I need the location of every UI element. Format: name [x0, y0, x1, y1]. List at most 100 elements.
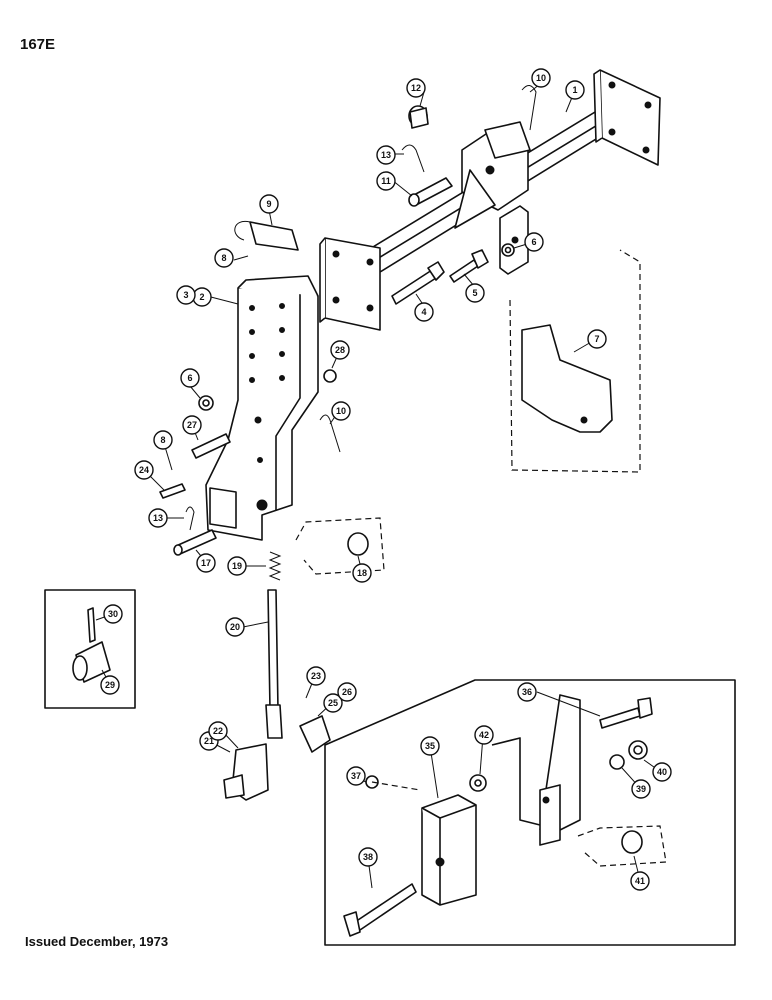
callout-5: 5 — [465, 283, 485, 303]
callout-3: 3 — [176, 285, 196, 305]
callout-10-upper: 10 — [531, 68, 551, 88]
callout-12: 12 — [406, 78, 426, 98]
callout-26: 26 — [337, 682, 357, 702]
part-2-3-mast — [205, 275, 319, 541]
callout-17: 17 — [196, 553, 216, 573]
svg-text:18: 18 — [357, 568, 367, 578]
svg-text:36: 36 — [522, 687, 532, 697]
callout-24: 24 — [134, 460, 154, 480]
nut-28 — [323, 369, 337, 383]
callout-7: 7 — [587, 329, 607, 349]
svg-text:37: 37 — [351, 771, 361, 781]
svg-text:23: 23 — [311, 671, 321, 681]
callout-41: 41 — [630, 871, 650, 891]
callout-39: 39 — [631, 779, 651, 799]
svg-text:30: 30 — [108, 609, 118, 619]
svg-text:13: 13 — [381, 150, 391, 160]
bolt-27 — [191, 433, 231, 459]
callout-10-lower: 10 — [331, 401, 351, 421]
cotter-pins — [185, 85, 537, 531]
callout-27: 27 — [182, 415, 202, 435]
inset-29-30 — [44, 589, 136, 709]
svg-text:41: 41 — [635, 876, 645, 886]
callout-8-upper: 8 — [214, 248, 234, 268]
part-7-plate — [509, 249, 641, 473]
svg-text:4: 4 — [421, 307, 426, 317]
callout-29: 29 — [100, 675, 120, 695]
callout-18: 18 — [352, 563, 372, 583]
pin-24 — [159, 483, 186, 499]
bushing-12 — [408, 105, 429, 129]
svg-text:8: 8 — [221, 253, 226, 263]
callout-38: 38 — [358, 847, 378, 867]
svg-text:40: 40 — [657, 767, 667, 777]
svg-text:39: 39 — [636, 784, 646, 794]
svg-text:11: 11 — [381, 176, 391, 186]
svg-text:21: 21 — [204, 736, 214, 746]
svg-text:29: 29 — [105, 680, 115, 690]
callout-19: 19 — [227, 556, 247, 576]
svg-text:7: 7 — [594, 334, 599, 344]
pin-11 — [408, 177, 453, 207]
callout-20: 20 — [225, 617, 245, 637]
svg-text:1: 1 — [572, 85, 577, 95]
callout-6-lower: 6 — [180, 368, 200, 388]
svg-text:6: 6 — [187, 373, 192, 383]
spring-19 — [268, 551, 282, 581]
page-code: 167E — [20, 36, 56, 53]
callout-25: 25 — [323, 693, 343, 713]
bushing-18 — [295, 517, 385, 575]
svg-text:9: 9 — [266, 199, 271, 209]
svg-text:10: 10 — [536, 73, 546, 83]
nut-6-upper — [501, 243, 515, 257]
hook-9 — [234, 220, 299, 251]
callout-37: 37 — [346, 766, 366, 786]
svg-text:2: 2 — [199, 292, 204, 302]
inset-35-42 — [324, 679, 736, 946]
svg-text:26: 26 — [342, 687, 352, 697]
rod-20 — [265, 589, 283, 739]
callout-35: 35 — [420, 736, 440, 756]
svg-text:10: 10 — [336, 406, 346, 416]
svg-text:28: 28 — [335, 345, 345, 355]
callout-11: 11 — [376, 171, 396, 191]
plate-25-26 — [299, 715, 331, 753]
bolt-5 — [449, 249, 489, 283]
bolt-4 — [391, 261, 445, 305]
svg-text:6: 6 — [531, 237, 536, 247]
svg-text:35: 35 — [425, 741, 435, 751]
callout-42: 42 — [474, 725, 494, 745]
svg-text:13: 13 — [153, 513, 163, 523]
callout-22: 22 — [208, 721, 228, 741]
part-1-main-frame — [319, 69, 661, 331]
svg-text:25: 25 — [328, 698, 338, 708]
callout-30: 30 — [103, 604, 123, 624]
bracket-21-22 — [223, 743, 269, 801]
svg-text:3: 3 — [183, 290, 188, 300]
svg-text:5: 5 — [472, 288, 477, 298]
svg-text:17: 17 — [201, 558, 211, 568]
svg-text:42: 42 — [479, 730, 489, 740]
svg-text:27: 27 — [187, 420, 197, 430]
svg-text:24: 24 — [139, 465, 149, 475]
callout-9: 9 — [259, 194, 279, 214]
callout-36: 36 — [517, 682, 537, 702]
svg-text:20: 20 — [230, 622, 240, 632]
svg-text:38: 38 — [363, 852, 373, 862]
svg-text:12: 12 — [411, 83, 421, 93]
callout-23: 23 — [306, 666, 326, 686]
callout-2: 2 — [192, 287, 212, 307]
pin-17 — [173, 529, 217, 556]
svg-text:8: 8 — [160, 435, 165, 445]
svg-text:19: 19 — [232, 561, 242, 571]
callout-4: 4 — [414, 302, 434, 322]
callout-1: 1 — [565, 80, 585, 100]
callout-40: 40 — [652, 762, 672, 782]
callout-8-lower: 8 — [153, 430, 173, 450]
callouts: 1 2 3 4 5 6 6 7 8 8 9 10 10 11 12 13 13 … — [100, 68, 672, 891]
svg-text:22: 22 — [213, 726, 223, 736]
issued-date: Issued December, 1973 — [25, 934, 169, 949]
callout-13-upper: 13 — [376, 145, 396, 165]
callout-28: 28 — [330, 340, 350, 360]
